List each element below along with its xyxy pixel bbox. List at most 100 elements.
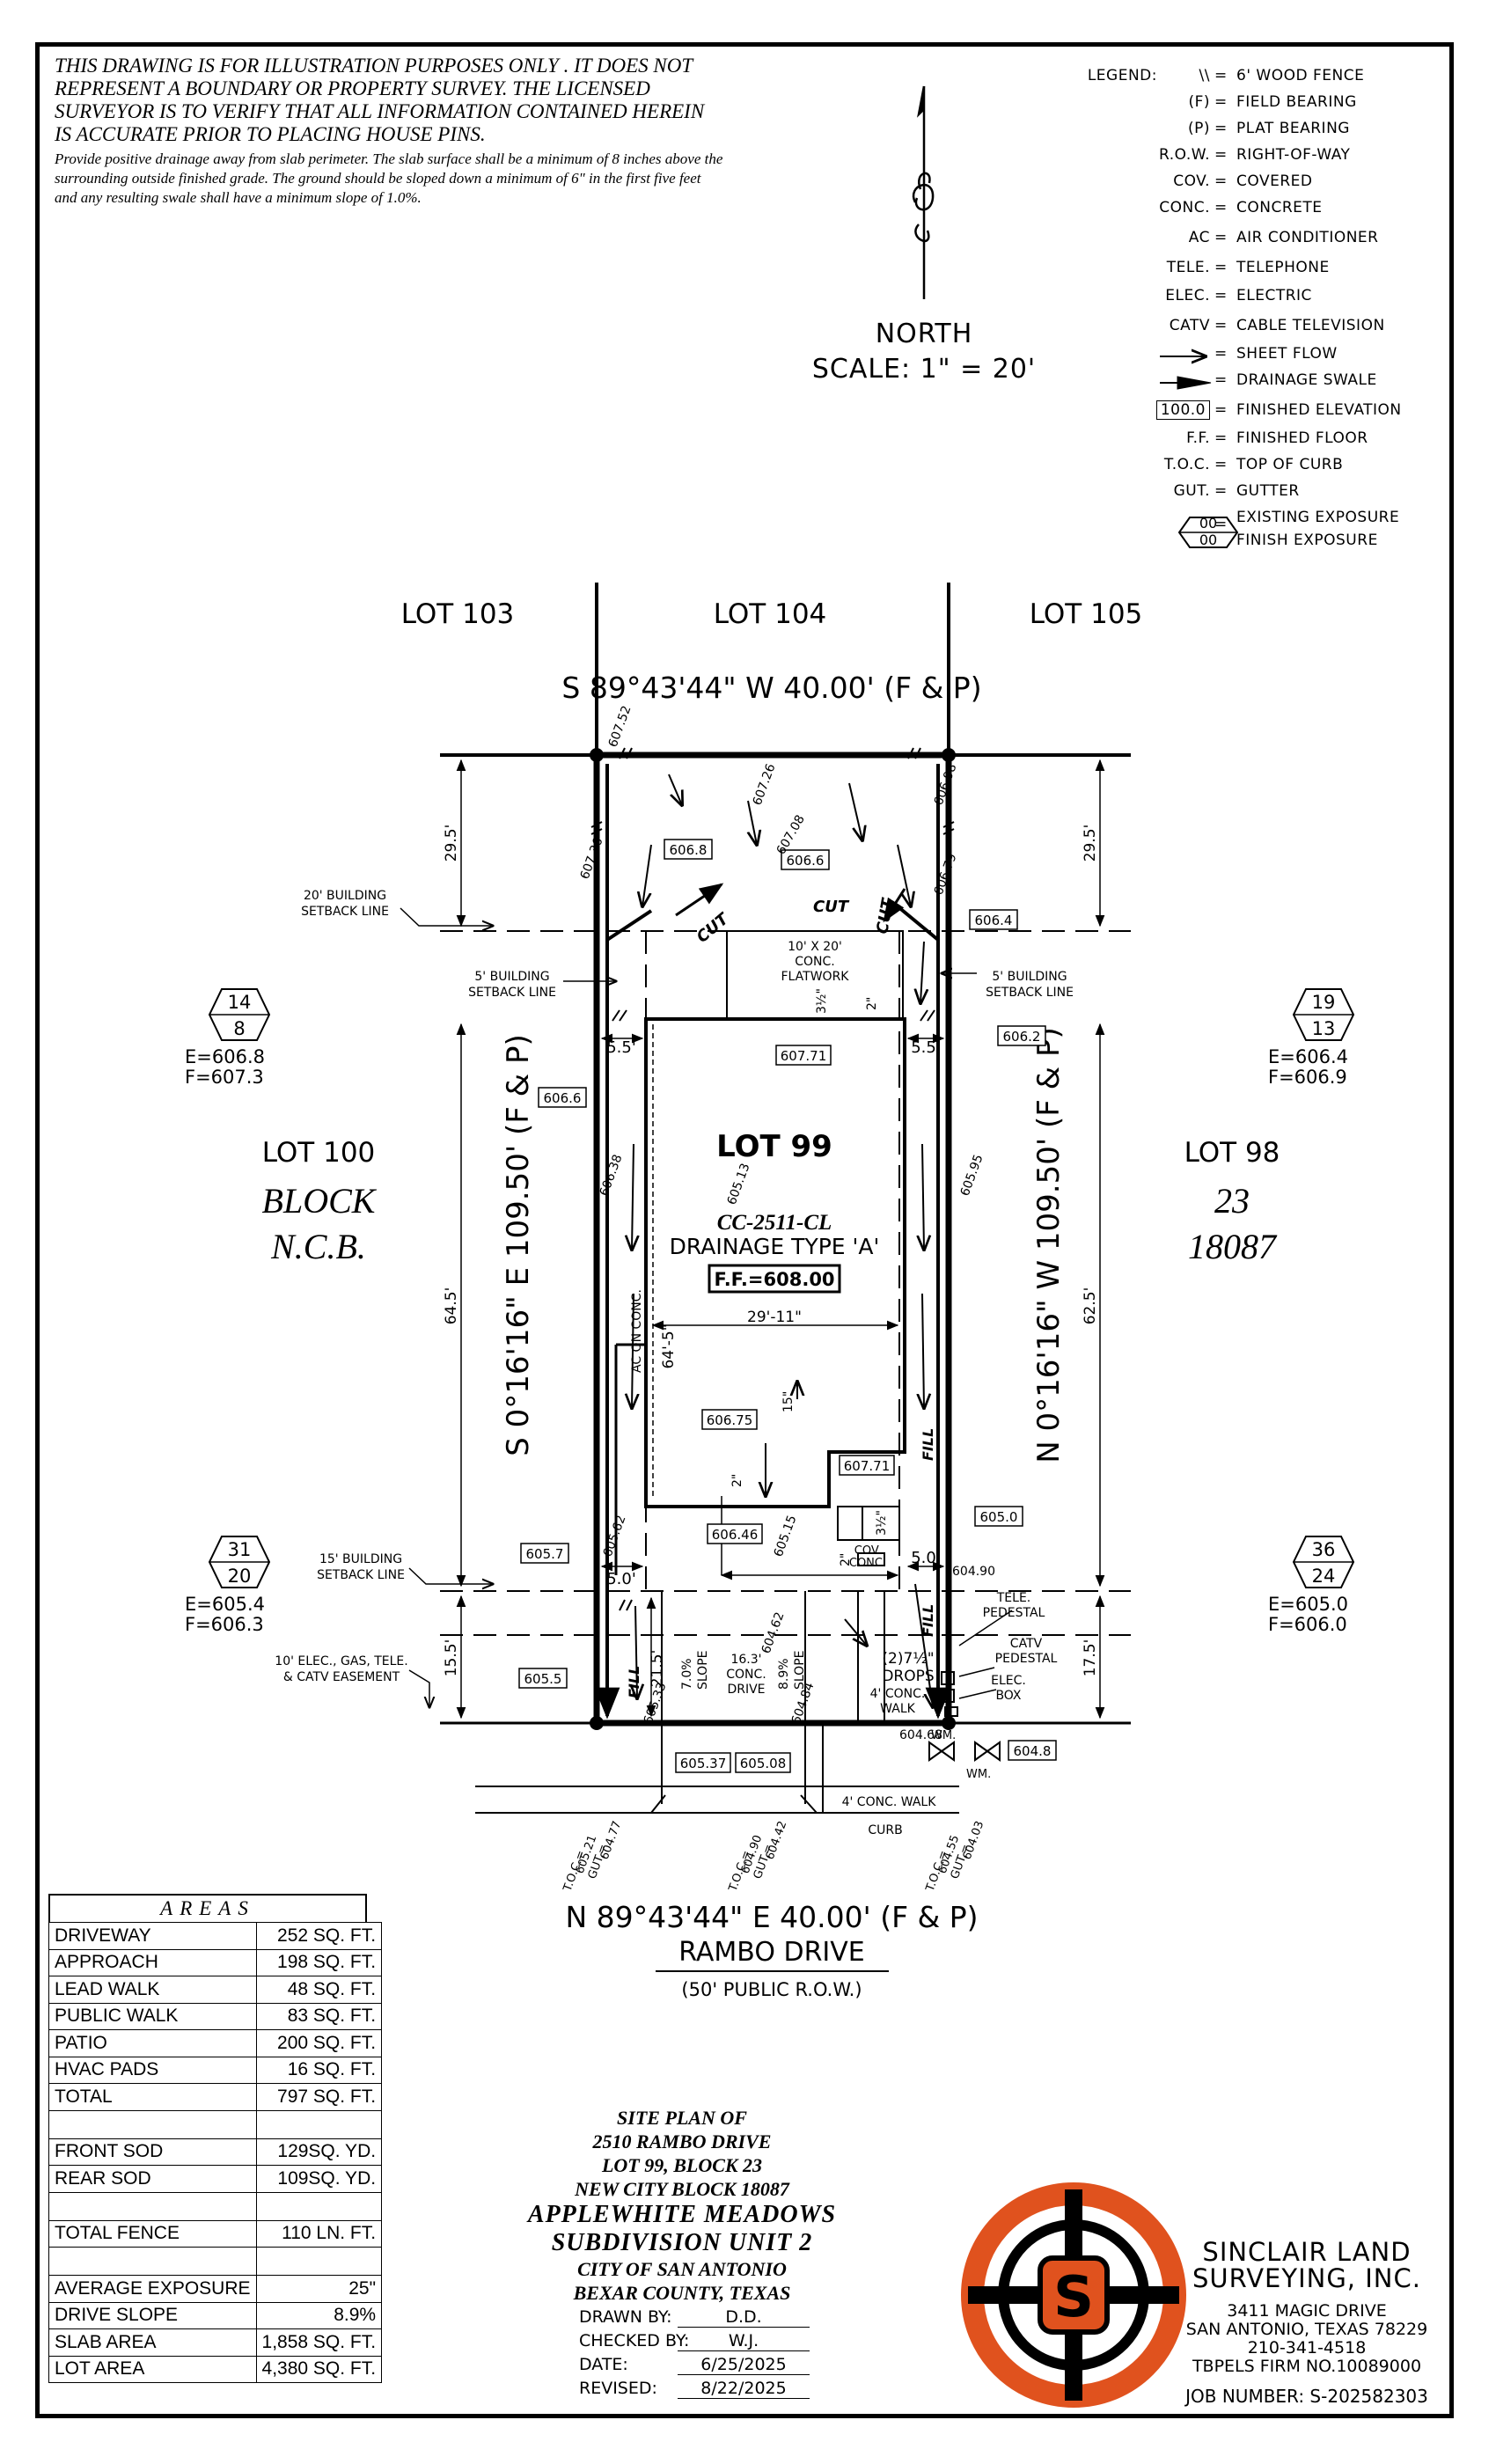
corner-pin: [942, 748, 956, 762]
catv-pedestal-label: CATV: [1010, 1637, 1043, 1651]
east-side-setback-label: SETBACK LINE: [986, 986, 1074, 1000]
exposure-elevation: E=605.0: [1268, 1594, 1348, 1615]
west-exposure-marker: 14 8 E=606.8 F=607.3: [185, 988, 271, 1088]
legend-symbol: T.O.C.: [1163, 456, 1210, 473]
exposure-elevation: E=605.4: [185, 1594, 265, 1615]
spot-elevation: 605.95: [958, 1153, 986, 1199]
spot-elevation: 607.36: [578, 836, 606, 882]
elevation-value: 605.0: [980, 1509, 1018, 1525]
spot-elevation: 606.98: [932, 762, 960, 808]
fill-label: FILL: [920, 1428, 936, 1461]
top-of-curb-labels: T.O.C.= 605.21 GUT.= 604.77 T.O.C.= 604.…: [561, 1819, 986, 1894]
riser-label: 3½": [875, 1510, 889, 1536]
areas-title: AREAS: [48, 1894, 367, 1922]
area-value: 797 SQ. FT.: [255, 2083, 383, 2111]
lot-105-label: LOT 105: [1030, 598, 1143, 630]
gutter-value: 604.42: [764, 1819, 790, 1861]
north-arrow-icon: [912, 85, 935, 299]
elevation-value: 605.5: [524, 1671, 562, 1687]
cut-fill-labels: CUT CUT CUT FILL FILL FILL AC ON CONC. C…: [626, 896, 1058, 1837]
tele-pedestal-label: TELE.: [996, 1591, 1031, 1605]
slope-percent: 8.9%: [777, 1658, 791, 1690]
job-number: JOB NUMBER: S-202582303: [1185, 2386, 1428, 2407]
walk-label: 4' CONC.: [870, 1687, 926, 1701]
legend-desc: CABLE TELEVISION: [1236, 317, 1385, 334]
dimension-label: 21.5': [649, 1650, 666, 1688]
elevation-value: 606.75: [707, 1412, 753, 1428]
elevation-value: 606.2: [1003, 1029, 1041, 1045]
curb-label: CURB: [868, 1823, 902, 1837]
date-value: 6/25/2025: [678, 2355, 810, 2375]
legend-desc: RIGHT-OF-WAY: [1236, 146, 1351, 164]
dimension-label: 15.5': [443, 1639, 460, 1677]
legend-symbol: F.F.: [1186, 429, 1210, 447]
covered-concrete-label: COV.: [854, 1544, 881, 1558]
exposure-elevation: E=606.8: [185, 1046, 265, 1067]
easement-label: & CATV EASEMENT: [283, 1670, 400, 1684]
south-bearing: N 89°43'44" E 40.00' (F & P): [565, 1900, 978, 1934]
exposure-existing: 19: [1312, 992, 1336, 1013]
spot-elevation: 605.62: [601, 1514, 629, 1559]
company-address: 3411 MAGIC DRIVE: [1227, 2301, 1387, 2321]
legend-symbol: AC: [1188, 229, 1210, 246]
title-line: NEW CITY BLOCK 18087: [575, 2178, 789, 2200]
house-footprint: [644, 1017, 906, 1508]
west-side-setback-label: SETBACK LINE: [468, 986, 556, 1000]
elevation-value: 607.71: [781, 1048, 827, 1064]
title-line: 2510 RAMBO DRIVE: [592, 2130, 772, 2152]
corner-pin: [942, 1716, 956, 1730]
right-of-way-label: (50' PUBLIC R.O.W.): [681, 1979, 862, 2000]
ac-pad: [614, 1343, 646, 1575]
area-label: REAR SOD: [48, 2165, 257, 2193]
southeast-exposure-marker: 36 24 E=605.0 F=606.0: [1268, 1536, 1355, 1635]
legend-graphics: 00 00: [1160, 356, 1239, 548]
catv-pedestal-label: PEDESTAL: [995, 1652, 1058, 1666]
legend-symbol: R.O.W.: [1159, 146, 1210, 164]
area-label: LOT AREA: [48, 2355, 257, 2383]
north-bearing: S 89°43'44" W 40.00' (F & P): [561, 671, 981, 705]
elevation-value: 605.08: [740, 1756, 787, 1771]
elevation-value: 607.71: [844, 1458, 891, 1474]
spot-elevation: 604.68: [899, 1728, 942, 1742]
dimension-label: 29.5': [443, 825, 460, 862]
area-value: 16 SQ. FT.: [255, 2056, 383, 2084]
covered-concrete: [837, 1506, 900, 1541]
legend-desc: EXISTING EXPOSURE: [1236, 509, 1400, 526]
table-row: [48, 2191, 383, 2221]
company-name: SINCLAIR LAND: [1202, 2237, 1412, 2267]
elec-box-label: BOX: [995, 1689, 1021, 1703]
block-number: 23: [1214, 1181, 1250, 1221]
area-value: 83 SQ. FT.: [255, 2002, 383, 2030]
drops-label: DROPS: [882, 1668, 934, 1685]
utility-boxes: [928, 1671, 1001, 1762]
dimension-label: 5.0': [606, 1570, 636, 1588]
elevation-value: 606.6: [544, 1090, 582, 1106]
exposure-finish: 20: [228, 1566, 252, 1587]
area-label: DRIVEWAY: [48, 1922, 257, 1950]
date-label: DATE:: [579, 2355, 628, 2374]
flatwork-label: 10' X 20': [788, 940, 842, 954]
house-width: 29'-11": [747, 1309, 802, 1326]
scale-label: SCALE: 1" = 20': [811, 354, 1037, 385]
east-bearing: N 0°16'16" W 109.50' (F & P): [1031, 1027, 1067, 1463]
legend-desc: ELECTRIC: [1236, 287, 1312, 304]
driveway-label: DRIVE: [727, 1683, 765, 1697]
company-firm: TBPELS FIRM NO.10089000: [1192, 2357, 1422, 2376]
revised-label: REVISED:: [579, 2379, 657, 2398]
front-setback-label: SETBACK LINE: [317, 1568, 405, 1582]
area-label: LEAD WALK: [48, 1976, 257, 2004]
company-logo: S: [961, 2182, 1186, 2408]
area-value: 25": [255, 2275, 383, 2303]
leader-lines: [400, 907, 1013, 1707]
area-value: 198 SQ. FT.: [255, 1948, 383, 1976]
logo-letter: S: [1053, 2265, 1094, 2330]
drainage-arrows: [594, 764, 951, 1720]
exposure-finish: 24: [1312, 1566, 1336, 1587]
elevation-value: 605.7: [526, 1546, 564, 1562]
legend-symbol: GUT.: [1173, 482, 1210, 500]
east-side-setback-label: 5' BUILDING: [992, 970, 1067, 984]
